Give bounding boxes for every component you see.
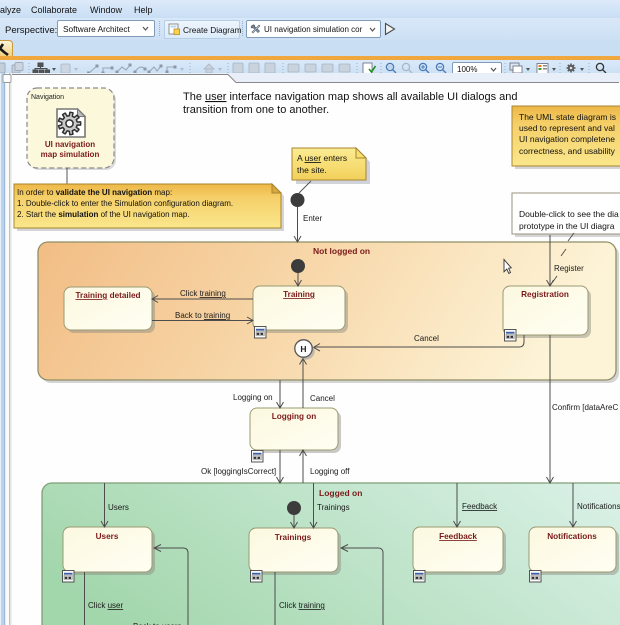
svg-text:Click training: Click training [279,601,325,610]
svg-text:Cancel: Cancel [310,394,335,403]
svg-text:Feedback: Feedback [462,502,498,511]
svg-text:Cancel: Cancel [414,334,439,343]
svg-text:Registration: Registration [521,290,569,299]
svg-text:Register: Register [554,264,584,273]
svg-text:H: H [300,344,306,354]
svg-text:used to represent and val: used to represent and val [519,123,615,133]
svg-text:Users: Users [108,503,129,512]
svg-text:Click user: Click user [88,601,123,610]
svg-text:transition from one to another: transition from one to another. [183,104,329,116]
svg-text:The UML state diagram is: The UML state diagram is [519,112,616,122]
svg-text:Navigation: Navigation [31,94,64,101]
svg-text:2. Start the simulation of the: 2. Start the simulation of the UI naviga… [17,210,190,219]
svg-text:Ok [loggingIsCorrect]: Ok [loggingIsCorrect] [201,467,276,476]
svg-text:Double-click to see the dia: Double-click to see the dia [519,209,619,219]
svg-text:Feedback: Feedback [439,532,477,541]
svg-text:Back to training: Back to training [175,311,230,320]
svg-text:Notifications: Notifications [547,532,597,541]
svg-text:A user enters: A user enters [297,153,347,163]
svg-text:Logged on: Logged on [319,488,362,498]
svg-text:Training: Training [283,290,315,299]
svg-text:UI navigation completene: UI navigation completene [519,134,615,144]
svg-text:Logging off: Logging off [310,467,350,476]
svg-text:In order to validate the UI na: In order to validate the UI navigation m… [17,188,172,197]
svg-text:Logging on: Logging on [233,393,273,402]
svg-text:Trainings: Trainings [275,533,312,542]
svg-text:Trainings: Trainings [317,503,350,512]
svg-text:UI navigation: UI navigation [45,140,95,149]
svg-text:Back to users: Back to users [133,622,181,625]
svg-text:correctness, and usability: correctness, and usability [519,146,616,156]
svg-text:Confirm [dataAreC: Confirm [dataAreC [552,403,618,412]
svg-text:Users: Users [96,532,119,541]
svg-text:Notifications: Notifications [577,502,620,511]
svg-text:Training detailed: Training detailed [75,291,140,300]
svg-text:Enter: Enter [303,214,322,223]
svg-text:prototype in the UI diagra: prototype in the UI diagra [519,221,615,231]
svg-text:map simulation: map simulation [41,150,100,159]
svg-text:Logging on: Logging on [272,412,317,421]
svg-text:The user interface navigation: The user interface navigation map shows … [183,91,517,103]
svg-text:1. Double-click to enter the S: 1. Double-click to enter the Simulation … [17,199,233,208]
svg-text:Not logged on: Not logged on [313,246,370,256]
svg-text:Click training: Click training [180,289,226,298]
svg-text:the site.: the site. [297,165,327,175]
